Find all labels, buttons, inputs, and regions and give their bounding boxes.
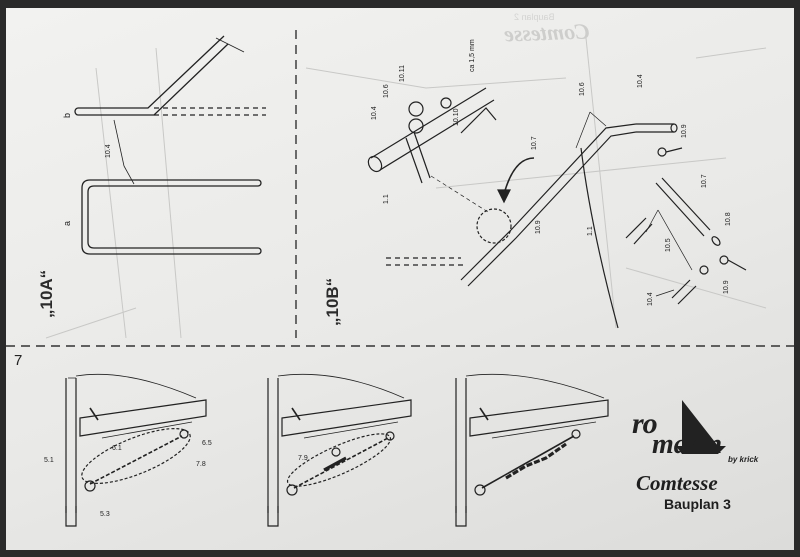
logo-marin: marin <box>652 429 723 460</box>
bleed-through-lines <box>45 37 767 339</box>
label-d2-7-9: 7.9 <box>298 455 308 462</box>
label-a: a <box>62 221 72 226</box>
label-10b-10-7-right: 10.7 <box>701 174 708 188</box>
label-10b-10-6-top: 10.6 <box>383 84 390 98</box>
rigging-detail-2 <box>267 373 412 527</box>
rigging-detail-1 <box>65 373 207 527</box>
rigging-detail-3 <box>455 373 609 527</box>
label-d1-7-8: 7.8 <box>196 461 206 468</box>
label-d1-6-1: 6.1 <box>112 445 122 452</box>
label-10b-10-4-top: 10.4 <box>371 106 378 120</box>
label-10b-dimension: ca 1,5 mm <box>469 39 476 72</box>
brand-block: ro marin by krick Comtesse Bauplan 3 <box>624 403 784 523</box>
plan-subtitle: Bauplan 3 <box>664 496 731 512</box>
label-d1-5-1: 5.1 <box>44 457 54 464</box>
label-b: b <box>62 113 72 118</box>
plan-sheet: Bauplan 2 Comtesse b a <box>6 8 794 550</box>
section-label-10b: „10B“ <box>323 278 342 326</box>
label-d1-6-5: 6.5 <box>202 440 212 447</box>
label-10b-10-8: 10.8 <box>725 212 732 226</box>
logo-by-krick: by krick <box>728 455 759 464</box>
model-title: Comtesse <box>636 471 718 495</box>
sailboat-logo-icon <box>676 400 726 454</box>
label-10b-1-1-left: 1.1 <box>383 194 390 204</box>
label-10b-10-9-top: 10.9 <box>681 124 688 138</box>
page-number: 7 <box>14 352 22 369</box>
label-10b-10-4-right: 10.4 <box>637 74 644 88</box>
plan-drawing: b a 10.4 „10A“ <box>6 30 794 527</box>
label-10a-10-4: 10.4 <box>105 144 112 158</box>
label-10b-10-11: 10.11 <box>399 65 406 82</box>
logo-ro: ro <box>632 407 658 440</box>
label-10b-10-9-bottom: 10.9 <box>723 280 730 294</box>
label-10b-10-10: 10.10 <box>453 108 460 126</box>
label-10b-10-6: 10.6 <box>579 82 586 96</box>
label-d1-5-3: 5.3 <box>100 511 110 518</box>
detail-10a <box>74 35 266 255</box>
label-10b-1-1-main: 1.1 <box>587 226 594 236</box>
label-10b-10-4-bottom: 10.4 <box>647 292 654 306</box>
label-10b-10-7-top: 10.7 <box>531 136 538 150</box>
label-10b-10-9-left: 10.9 <box>535 220 542 234</box>
detail-10b <box>367 87 747 329</box>
label-10b-10-5: 10.5 <box>665 238 672 252</box>
section-label-10a: „10A“ <box>37 270 56 318</box>
